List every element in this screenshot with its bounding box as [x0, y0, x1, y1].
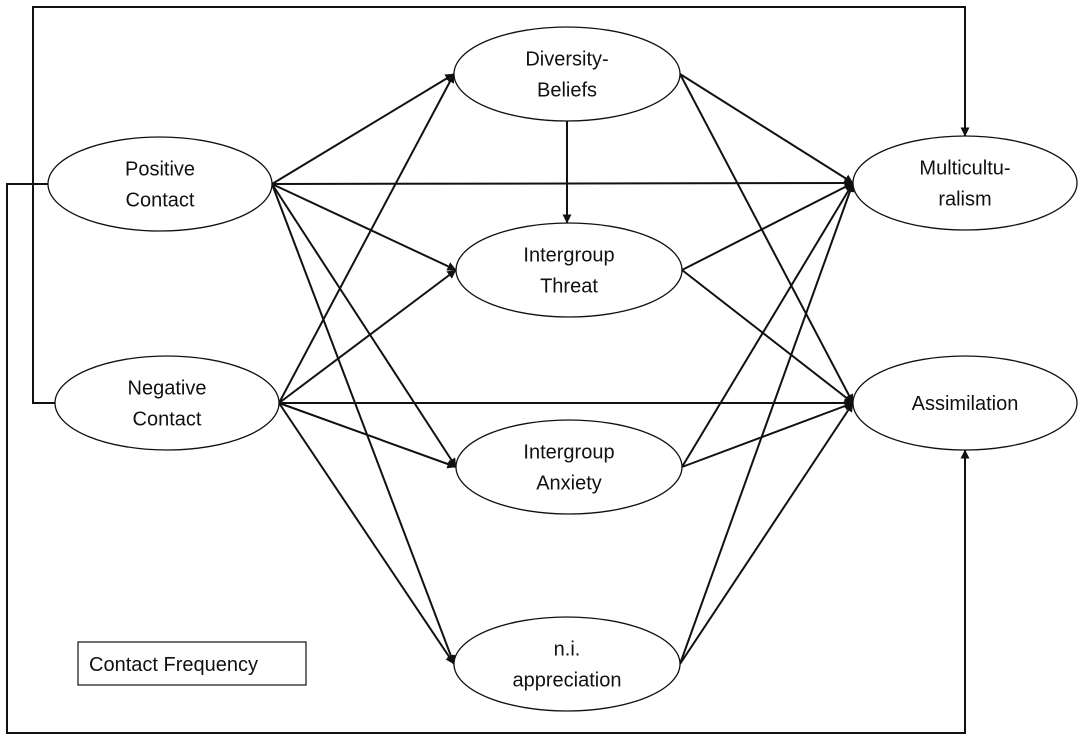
edge-ni-appreciation-to-multiculturalism	[679, 182, 855, 665]
node-label: Contact	[126, 190, 195, 212]
node-label: Assimilation	[912, 393, 1019, 415]
node-label: Intergroup	[523, 245, 614, 267]
node-ellipse	[54, 355, 280, 451]
node-label: Anxiety	[536, 473, 602, 495]
node-label: Threat	[540, 276, 598, 298]
node-label: Contact	[133, 409, 202, 431]
edge-negative-contact-to-multiculturalism	[32, 6, 970, 404]
node-assimilation: Assimilation	[852, 355, 1078, 451]
edge-positive-contact-to-multiculturalism	[271, 178, 854, 188]
edge-intergroup-anxiety-to-multiculturalism	[681, 182, 854, 468]
node-label: Diversity-	[525, 49, 608, 71]
edge-intergroup-threat-to-assimilation	[681, 269, 854, 404]
node-ellipse	[455, 222, 683, 318]
contact-frequency-border	[77, 641, 307, 686]
node-label: n.i.	[554, 639, 581, 661]
node-ellipse	[453, 616, 681, 712]
edges-layer	[6, 6, 970, 734]
node-ellipse	[852, 355, 1078, 451]
edge-negative-contact-to-intergroup-threat	[278, 269, 457, 404]
node-ellipse	[852, 135, 1078, 231]
edge-positive-contact-to-ni-appreciation	[271, 183, 456, 665]
edge-negative-contact-to-diversity-beliefs	[278, 73, 455, 404]
node-ni-appreciation: n.i. appreciation	[453, 616, 681, 712]
edge-negative-contact-to-ni-appreciation	[278, 402, 455, 665]
node-multiculturalism: Multicultu-ralism	[852, 135, 1078, 231]
node-diversity-beliefs: Diversity- Beliefs	[453, 26, 681, 122]
node-label: Negative	[128, 378, 207, 400]
edge-diversity-beliefs-to-assimilation	[679, 73, 854, 404]
edge-negative-contact-to-intergroup-anxiety	[278, 402, 457, 469]
edge-intergroup-anxiety-to-assimilation	[681, 401, 854, 468]
edge-intergroup-threat-to-multiculturalism	[681, 182, 854, 271]
node-label: ralism	[938, 189, 991, 211]
contact-frequency-box: Contact Frequency	[77, 641, 307, 686]
node-label: Positive	[125, 159, 195, 181]
contact-frequency-label: Contact Frequency	[89, 654, 258, 676]
edge-positive-contact-to-intergroup-anxiety	[271, 183, 457, 468]
edge-positive-contact-to-diversity-beliefs	[271, 73, 455, 185]
node-label: Intergroup	[523, 442, 614, 464]
node-ellipse	[453, 26, 681, 122]
node-label: Beliefs	[537, 80, 597, 102]
node-ellipse	[47, 136, 273, 232]
edge-positive-contact-to-intergroup-threat	[271, 183, 457, 271]
node-label: appreciation	[513, 670, 622, 692]
edge-diversity-beliefs-to-multiculturalism	[679, 73, 854, 184]
node-label: Multicultu-	[919, 158, 1010, 180]
nodes-layer: PositiveContactNegativeContactDiversity-…	[47, 26, 1078, 712]
node-ellipse	[455, 419, 683, 515]
edge-positive-contact-to-assimilation	[6, 183, 970, 734]
edge-ni-appreciation-to-assimilation	[679, 402, 854, 665]
